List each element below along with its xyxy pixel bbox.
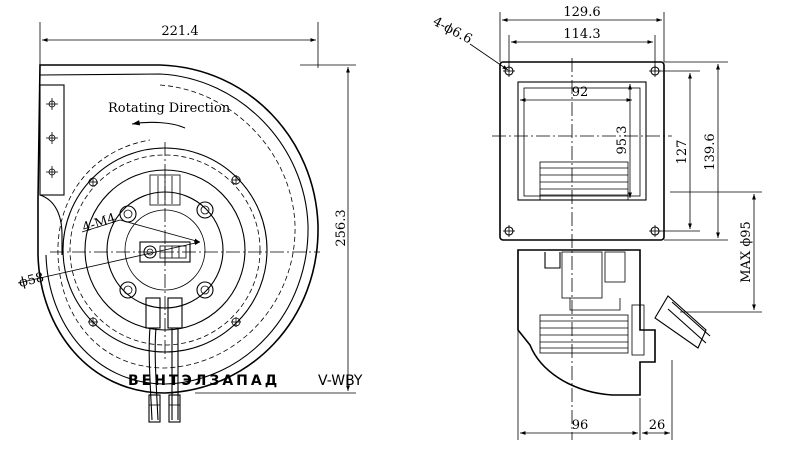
- housing-outline: [37, 64, 319, 394]
- outer-height-label: 139.6: [703, 133, 718, 170]
- dim-height-256: 256.3: [195, 64, 356, 394]
- rotation-label: Rotating Direction: [108, 101, 231, 116]
- dim-outer-height: 139.6: [664, 61, 728, 241]
- front-view: 221.4 256.3 Rotating Direction: [17, 22, 356, 423]
- impeller-blades-lower: [539, 314, 629, 354]
- holes-label: 4-ϕ6.6: [430, 14, 474, 47]
- plate-hole-icon: [503, 65, 661, 237]
- impeller-blades: [539, 161, 629, 201]
- watermark-model: V-WBY: [318, 373, 363, 389]
- dim-width-221: 221.4: [39, 22, 319, 68]
- outlet-width-label: 92: [572, 85, 589, 100]
- hole-spacing-width-label: 114.3: [563, 27, 600, 42]
- cable-bundle: [145, 297, 183, 423]
- name-plate: [149, 174, 181, 206]
- watermark-brand: ВЕНТЭЛЗАПАД: [128, 373, 280, 389]
- dim-outer-width: 129.6: [499, 5, 665, 62]
- dim-max-diameter: MAX ϕ95: [670, 191, 762, 313]
- hole-spacing-height-label: 127: [675, 140, 690, 165]
- terminal-block: [139, 241, 191, 263]
- m4-hole-icon: [119, 201, 214, 299]
- cable-exit: [654, 295, 711, 349]
- side-view: 129.6 114.3 4-ϕ6.6 92 95.3: [430, 5, 762, 440]
- bracket-screw-icon: [88, 175, 241, 327]
- flange-screw-icon: [46, 98, 58, 178]
- bottom-left-label: 96: [572, 418, 589, 433]
- width-label: 221.4: [161, 24, 198, 39]
- dim-bottom: 96 26: [517, 330, 673, 440]
- max-diameter-label: MAX ϕ95: [739, 221, 754, 283]
- dim-hole-spacing-width: 114.3: [508, 27, 656, 72]
- hole-label: 4-M4: [81, 211, 118, 236]
- outer-width-label: 129.6: [563, 5, 600, 20]
- rotation-arrow-icon: [131, 120, 186, 129]
- watermark: ВЕНТЭЛЗАПАД V-WBY: [128, 373, 363, 389]
- height-label: 256.3: [334, 209, 349, 246]
- bottom-right-label: 26: [649, 418, 666, 433]
- outlet-height-label: 95.3: [615, 126, 630, 155]
- mounting-plate: [499, 61, 665, 241]
- mounting-flange: [39, 84, 65, 196]
- dim-hole-spacing-height: 127: [660, 70, 700, 232]
- diameter-label: ϕ58: [17, 270, 45, 291]
- housing-body: [517, 249, 656, 396]
